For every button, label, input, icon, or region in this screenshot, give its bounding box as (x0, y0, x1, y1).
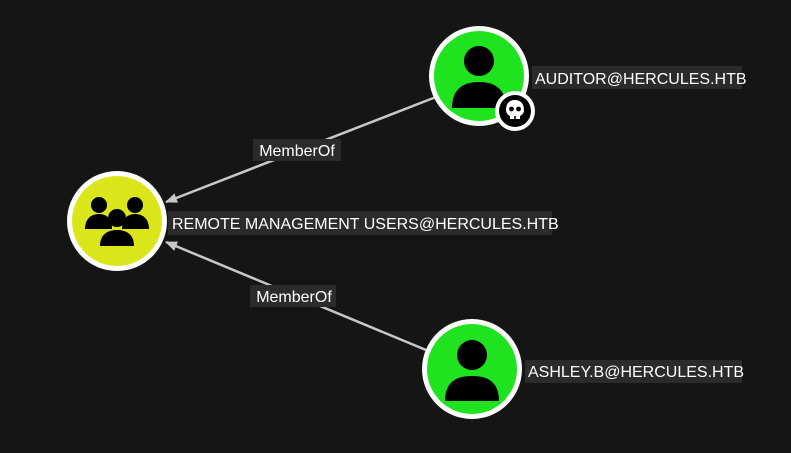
node-auditor[interactable]: AUDITOR@HERCULES.HTB (429, 26, 747, 131)
edge-label[interactable]: MemberOf (259, 143, 335, 160)
node-label[interactable]: ASHLEY.B@HERCULES.HTB (528, 364, 744, 381)
node-label[interactable]: REMOTE MANAGEMENT USERS@HERCULES.HTB (172, 216, 559, 233)
edge-ashley-memberof[interactable]: MemberOf (165, 240, 427, 352)
node-label[interactable]: AUDITOR@HERCULES.HTB (535, 71, 747, 88)
node-remote-management-users[interactable]: REMOTE MANAGEMENT USERS@HERCULES.HTB (67, 171, 559, 271)
node-label-bg (168, 211, 552, 235)
node-label-bg (532, 66, 742, 89)
user-icon (445, 340, 499, 401)
skull-icon (495, 91, 535, 131)
edge-label[interactable]: MemberOf (256, 289, 332, 306)
group-icon (85, 197, 149, 246)
node-ashley-b[interactable]: ASHLEY.B@HERCULES.HTB (422, 319, 744, 419)
node-label-bg (525, 360, 742, 383)
user-icon (452, 46, 506, 108)
edge-auditor-memberof[interactable]: MemberOf (165, 95, 437, 204)
edge-label-bg (253, 139, 341, 161)
edge-label-bg (250, 285, 336, 307)
